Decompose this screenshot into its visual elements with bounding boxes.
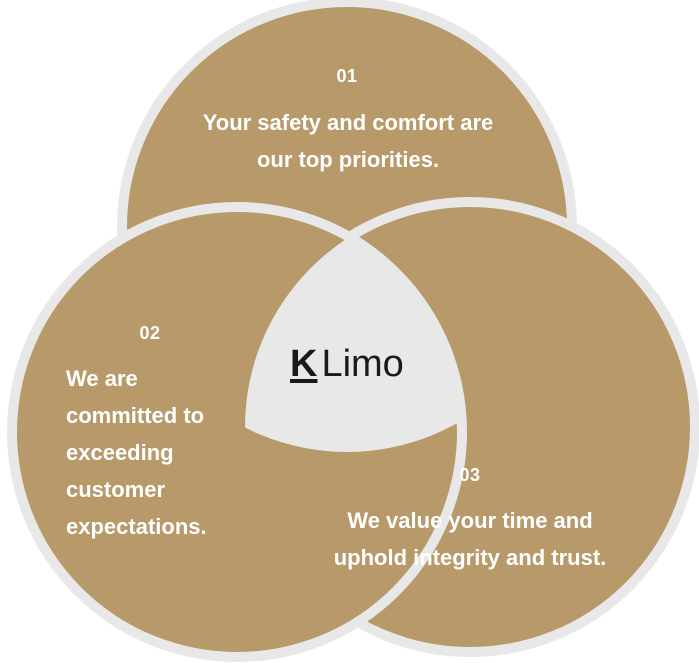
circle-02-line-3: exceeding [66, 440, 174, 465]
circle-01-line-2: our top priorities. [256, 147, 440, 172]
circle-01-text: Your safety and comfort are our top prio… [150, 104, 546, 178]
circle-01-line-1: Your safety and comfort are [202, 110, 494, 135]
klimo-logo: K Limo [290, 343, 404, 385]
circle-02-number: 02 [139, 323, 161, 343]
circle-02-line-2: committed to [66, 403, 205, 428]
logo-wordmark: Limo [321, 343, 404, 385]
circle-03-text: We value your time and uphold integrity … [290, 502, 650, 576]
circle-02-line-5: expectations. [66, 514, 207, 539]
center-intersection [245, 207, 462, 452]
circle-03-number: 03 [459, 465, 481, 485]
circle-02-line-1: We are [66, 366, 138, 391]
circle-01-number: 01 [336, 66, 358, 86]
circle-02-line-4: customer [66, 477, 166, 502]
circle-03-line-1: We value your time and [347, 508, 593, 533]
circle-03-line-2: uphold integrity and trust. [333, 545, 607, 570]
circle-02-text: We are committed to exceeding customer e… [66, 360, 266, 545]
logo-mark: K [290, 343, 318, 385]
